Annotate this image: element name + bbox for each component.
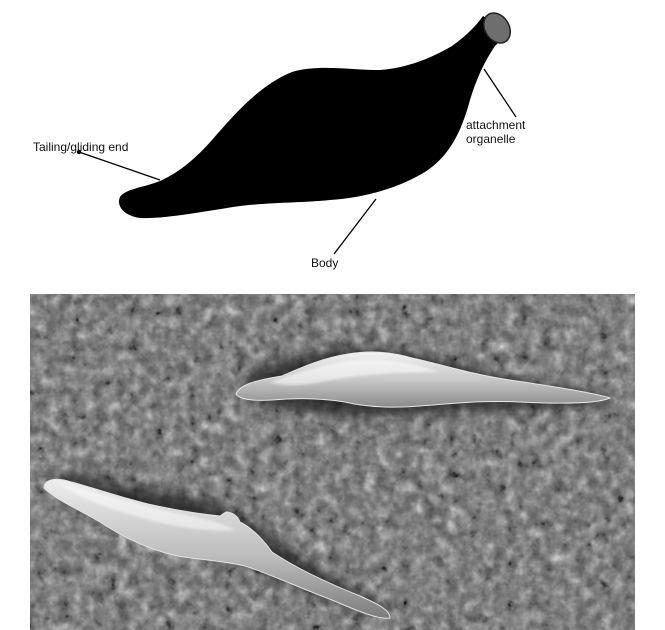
label-body: Body bbox=[311, 256, 338, 270]
leader-line-tail bbox=[79, 152, 160, 180]
label-attachment-line1: attachment bbox=[466, 118, 525, 132]
schematic-diagram bbox=[77, 8, 516, 254]
micrograph bbox=[30, 294, 635, 630]
cell-silhouette bbox=[119, 16, 503, 218]
leader-line-attachment bbox=[484, 69, 516, 117]
leader-line-body bbox=[334, 199, 376, 254]
label-attachment-line2: organelle bbox=[466, 132, 525, 146]
label-tailing-gliding-end: Tailing/gliding end bbox=[33, 140, 128, 154]
label-attachment-organelle: attachment organelle bbox=[466, 118, 525, 146]
